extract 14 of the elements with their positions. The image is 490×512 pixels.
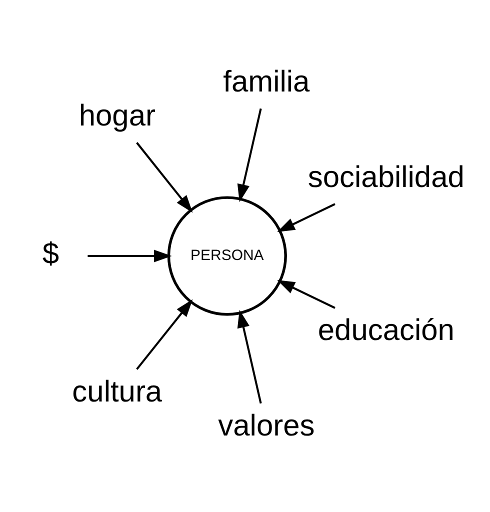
arrow [88,250,172,262]
node-text: familia [223,66,310,99]
arrow [136,299,193,370]
arrow [237,108,262,202]
node-text: hogar [78,100,156,133]
node-text: sociabilidad [308,161,464,194]
arrow [277,280,336,309]
arrow [237,310,262,404]
node-text: cultura [72,376,162,409]
arrow [136,142,193,213]
node-text: valores [218,410,315,443]
node-text: $ [42,238,60,271]
arrow [277,203,336,232]
node-text: educación [318,314,454,348]
